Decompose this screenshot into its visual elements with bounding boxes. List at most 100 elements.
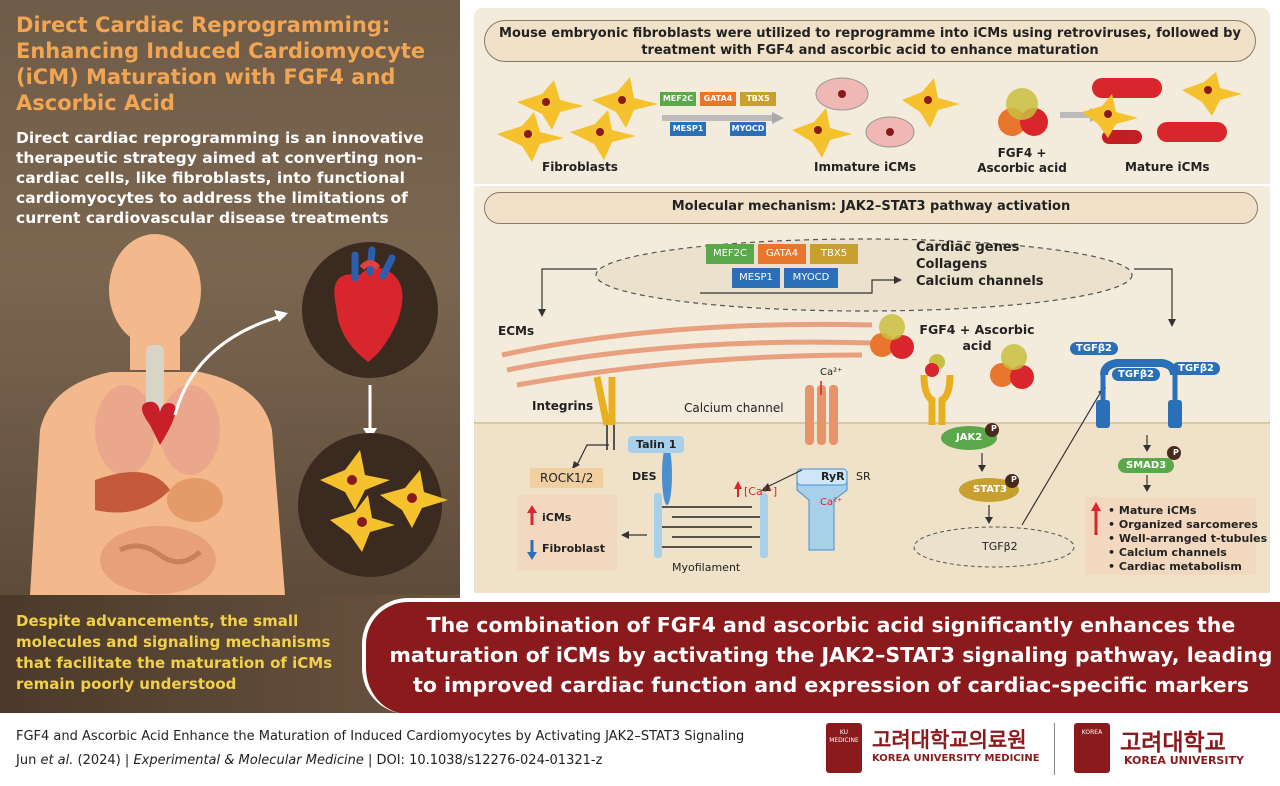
fgf-receptor-icon [920, 354, 954, 425]
footer: FGF4 and Ascorbic Acid Enhance the Matur… [0, 713, 1280, 786]
label-des: DES [632, 470, 657, 483]
calcium-channel-icon [805, 385, 838, 445]
gene-mef2c-top: MEF2C [660, 92, 696, 106]
fgf4-ascorbic-molecule-icon [870, 314, 1034, 389]
label-treatment-mech: FGF4 + Ascorbic acid [919, 322, 1035, 353]
outcome-5-text: Cardiac metabolism [1118, 560, 1242, 573]
rock-box: ROCK1/2 [530, 468, 604, 488]
label-treatment-top: FGF4 + Ascorbic acid [977, 146, 1067, 175]
gap-statement: Despite advancements, the small molecule… [16, 612, 333, 693]
label-ryr: RyR [821, 470, 845, 483]
mechanism-diagram [474, 238, 1270, 593]
label-ca-top: Ca²⁺ [820, 367, 843, 378]
gene-mesp1: MESP1 [732, 268, 780, 288]
intro-text: Direct cardiac reprogramming is an innov… [16, 129, 424, 227]
body-illustration [30, 234, 448, 595]
gene-myocd-top: MYOCD [730, 122, 766, 136]
outcome-3-text: Well-arranged t-tubules [1118, 532, 1268, 545]
label-ca-sr: Ca²⁺ [820, 497, 843, 508]
smad3-node: SMAD3 [1118, 458, 1175, 473]
outcome-4-text: Calcium channels [1118, 546, 1227, 559]
outcome-5: • Cardiac metabolism [1108, 560, 1242, 573]
stage-illustration [497, 72, 1242, 162]
gene-mef2c: MEF2C [706, 244, 754, 264]
citation: Jun et al. (2024) | Experimental & Molec… [16, 753, 602, 768]
logo2-kr: 고려대학교 [1120, 730, 1226, 756]
top-panel-header: Mouse embryonic fibroblasts were utilize… [484, 20, 1256, 62]
label-icms-up: iCMs [542, 511, 572, 524]
label-mature-icms: Mature iCMs [1125, 160, 1210, 174]
gene-tbx5-top: TBX5 [740, 92, 776, 106]
label-ca-intracellular: [Ca²⁺] [744, 485, 778, 498]
human-body-icon [30, 234, 285, 595]
outcome-3: • Well-arranged t-tubules [1108, 532, 1268, 545]
gene-gata4-top: GATA4 [700, 92, 736, 106]
talin-box: Talin 1 [628, 436, 685, 453]
target-cardiac-genes: Cardiac genes [916, 240, 1020, 255]
citation-authors: Jun [16, 753, 37, 768]
label-myofilament: Myofilament [672, 561, 741, 574]
tgfb2-ligand-3: TGFβ2 [1172, 362, 1220, 375]
label-tgfb2-gene: TGFβ2 [982, 540, 1018, 553]
stat3-node [959, 478, 1019, 502]
result-box [517, 495, 617, 570]
target-calcium-channels: Calcium channels [916, 274, 1044, 289]
label-ecms: ECMs [498, 324, 535, 338]
smad3-phospho-icon [1167, 446, 1181, 460]
gene-myocd: MYOCD [784, 268, 838, 288]
label-integrins: Integrins [532, 399, 594, 413]
integrin-icon [593, 376, 616, 450]
stat3-phospho-icon [1005, 474, 1019, 488]
target-collagens: Collagens [916, 257, 988, 272]
divider [474, 184, 1270, 186]
gene-tbx5: TBX5 [810, 244, 858, 264]
fibroblasts-icon [497, 77, 658, 162]
logo1-kr: 고려대학교의료원 [872, 728, 1027, 752]
gene-gata4: GATA4 [758, 244, 806, 264]
outcome-1: • Mature iCMs [1108, 504, 1197, 517]
outcome-2: • Organized sarcomeres [1108, 518, 1258, 531]
citation-year: (2024) | [77, 753, 130, 768]
label-fibroblasts: Fibroblasts [542, 160, 618, 174]
label-calcium-channel: Calcium channel [684, 401, 784, 415]
conclusion-text: The combination of FGF4 and ascorbic aci… [389, 613, 1273, 697]
jak2-phospho-icon [985, 423, 999, 437]
left-panel: Direct Cardiac Reprogramming: Enhancing … [0, 0, 460, 595]
logo-divider [1054, 723, 1055, 775]
heart-icon [334, 246, 403, 362]
label-smad3-p: P [1173, 448, 1179, 457]
logo2-en: KOREA UNIVERSITY [1124, 754, 1244, 767]
immature-icms-icon [792, 77, 960, 158]
doi: | DOI: 10.1038/s12276-024-01321-z [367, 753, 603, 768]
label-fibroblast-down: Fibroblast [542, 542, 606, 555]
outcome-1-text: Mature iCMs [1118, 504, 1197, 517]
tgfb2-gene-ellipse [913, 526, 1075, 568]
outcome-2-text: Organized sarcomeres [1118, 518, 1258, 531]
tgfb2-ligand-1: TGFβ2 [1070, 342, 1118, 355]
fibroblast-cells-icon [320, 450, 448, 552]
mechanism-header: Molecular mechanism: JAK2–STAT3 pathway … [484, 192, 1258, 224]
label-jak2-p: P [991, 424, 997, 433]
journal-name: Experimental & Molecular Medicine [133, 753, 364, 768]
logo1-en: KOREA UNIVERSITY MEDICINE [872, 753, 1040, 764]
mechanism-header-text: Molecular mechanism: JAK2–STAT3 pathway … [671, 199, 1071, 214]
ecm-fibers-icon [501, 321, 875, 388]
paper-title: FGF4 and Ascorbic Acid Enhance the Matur… [16, 729, 745, 744]
label-stat3: STAT3 [973, 484, 1007, 495]
citation-etal: et al. [40, 753, 74, 768]
outcome-4: • Calcium channels [1108, 546, 1227, 559]
fgf4-ascorbic-icon [998, 88, 1048, 136]
label-jak2: JAK2 [956, 432, 983, 443]
page-title: Direct Cardiac Reprogramming: Enhancing … [16, 13, 426, 115]
mature-icms-icon [1082, 72, 1242, 144]
top-panel-header-text: Mouse embryonic fibroblasts were utilize… [499, 26, 1241, 58]
arrow-to-heart [173, 313, 286, 416]
korea-badge-text: KOREA [1081, 729, 1103, 736]
label-immature-icms: Immature iCMs [814, 160, 917, 174]
myofilament-icon [662, 506, 762, 548]
ryr-icon [796, 468, 848, 551]
gene-mesp1-top: MESP1 [670, 122, 706, 136]
desmin-icon [662, 445, 672, 505]
jak2-node [941, 426, 997, 450]
tgfb2-ligand-2: TGFβ2 [1112, 368, 1160, 381]
